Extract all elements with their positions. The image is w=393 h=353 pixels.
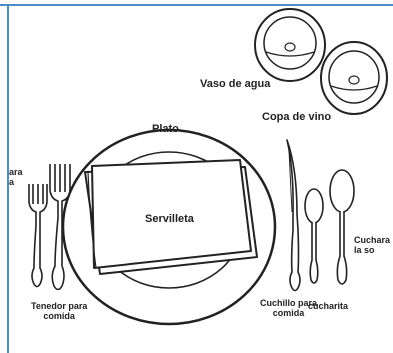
salad-fork (28, 184, 48, 288)
label-cuchillo-line1: Cuchillo para (260, 298, 318, 308)
label-cuchara-line2: la so (354, 245, 375, 256)
label-tenedor-ensalada-line1: ara (9, 167, 23, 177)
dinner-knife (286, 139, 301, 292)
label-tenedor-comida-line2: comida (43, 311, 75, 322)
label-cuchillo-line2: comida (272, 308, 305, 319)
soup-spoon (329, 169, 355, 285)
label-servilleta: Servilleta (145, 213, 194, 225)
label-cuchara: Cuchara la so (354, 235, 390, 256)
label-tenedor-comida: Tenedor para comida (31, 301, 87, 322)
label-plato: Plato (152, 123, 179, 135)
dinner-fork (49, 164, 71, 291)
water-glass (254, 8, 326, 82)
label-cucharita: cucharita (308, 301, 349, 311)
label-cuchara-line1: Cuchara (354, 235, 391, 245)
teaspoon (304, 188, 324, 284)
label-tenedor-comida-line1: Tenedor para (31, 301, 88, 311)
label-cuchillo: Cuchillo para comida (260, 298, 317, 319)
wine-glass (320, 41, 388, 115)
napkin (84, 159, 258, 275)
label-tenedor-ensalada: ara a (9, 167, 23, 188)
label-vaso-agua: Vaso de agua (200, 78, 271, 90)
label-copa-vino: Copa de vino (262, 111, 332, 123)
label-tenedor-ensalada-line2: a (9, 177, 15, 188)
